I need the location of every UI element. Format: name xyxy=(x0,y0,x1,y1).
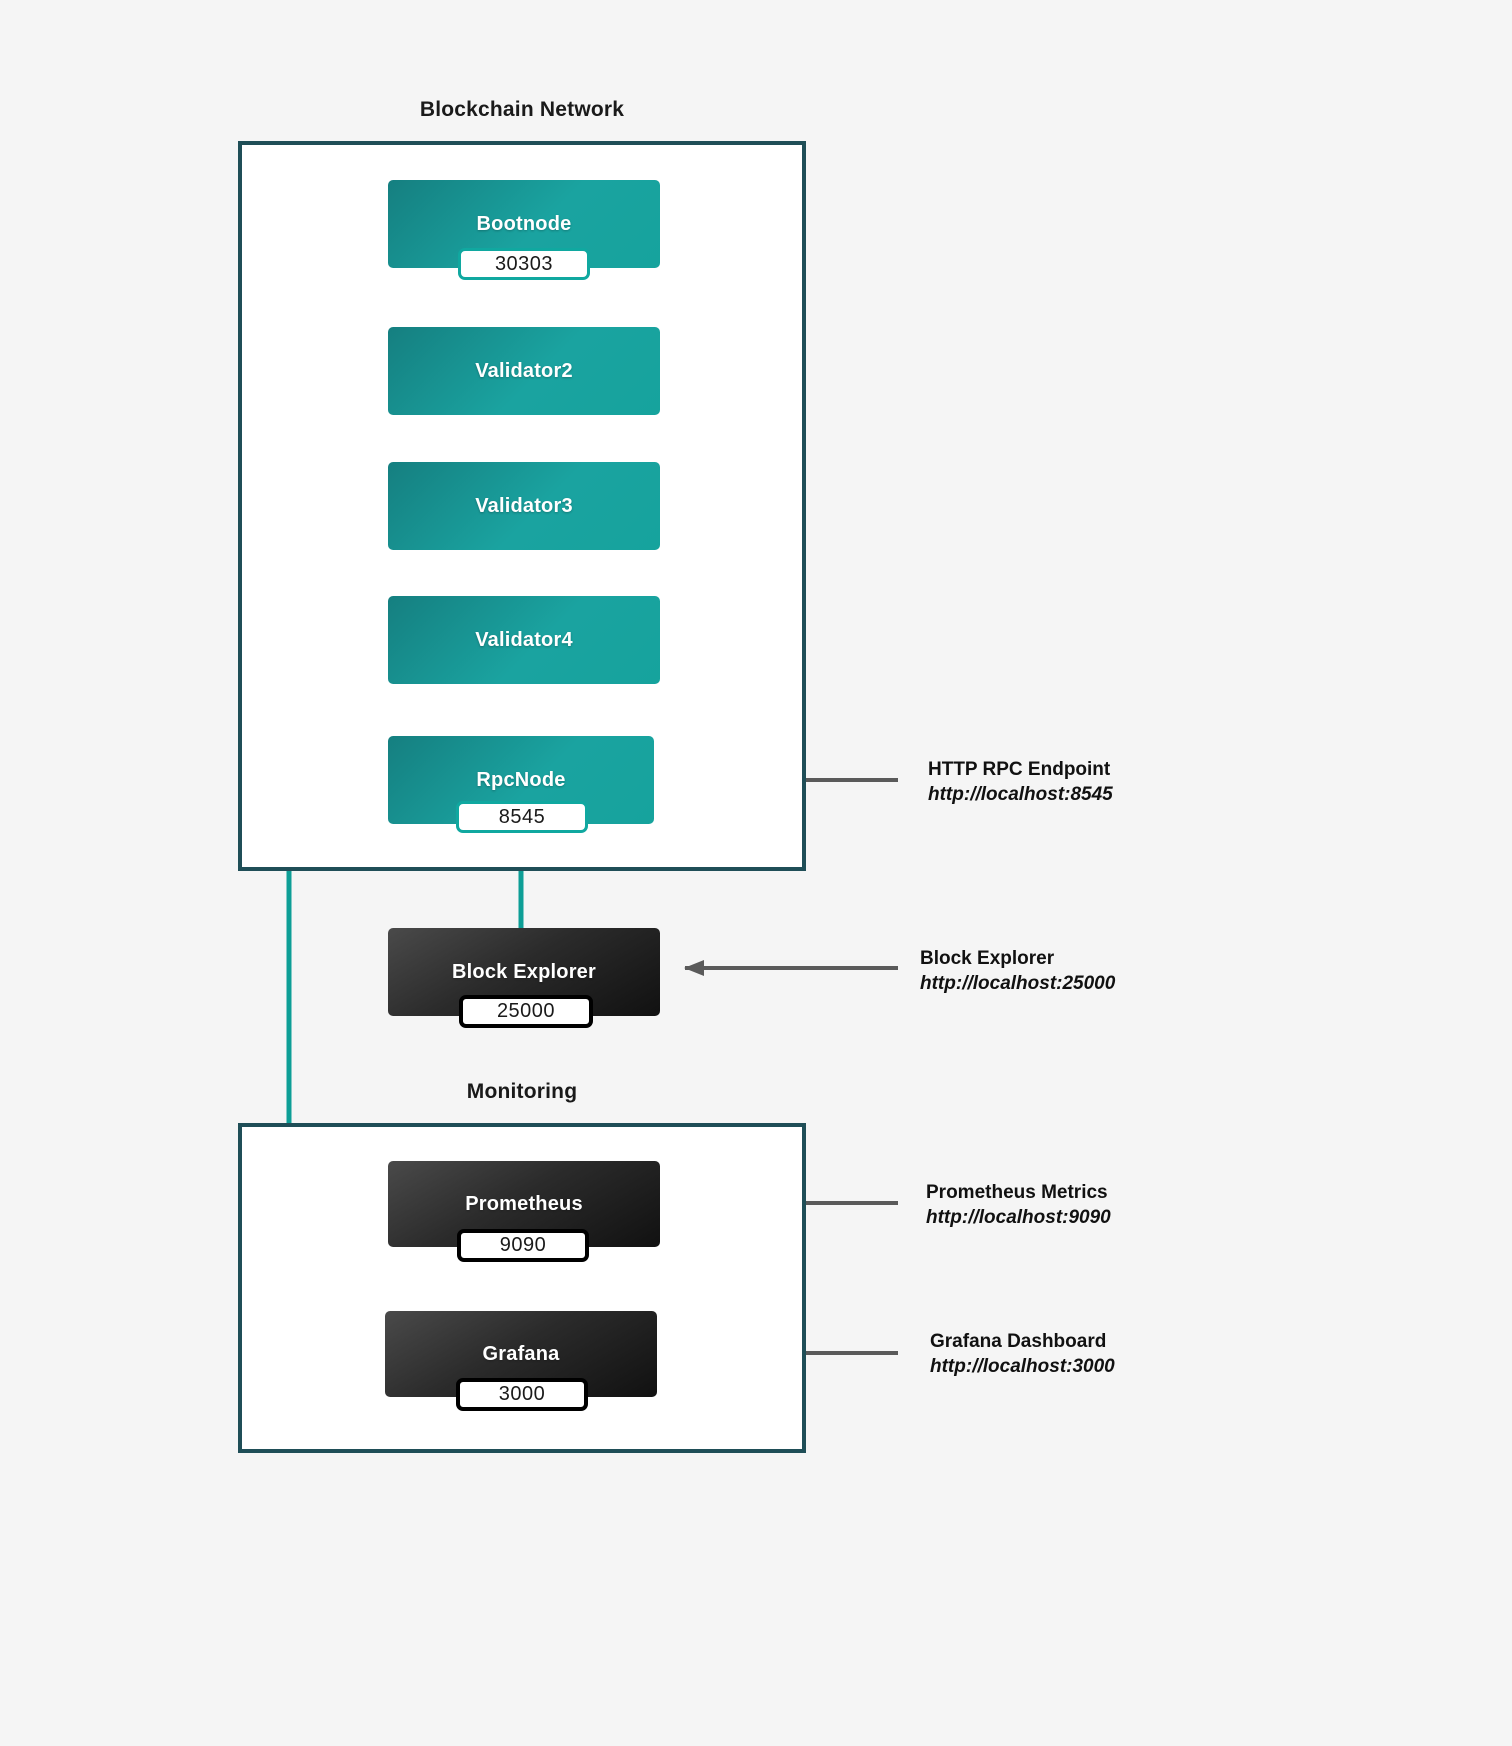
node-bootnode-label: Bootnode xyxy=(476,212,572,235)
annotation-block-explorer-title: Block Explorer xyxy=(920,948,1055,969)
annotation-block-explorer-url[interactable]: http://localhost:25000 xyxy=(920,973,1116,995)
group-title-monitoring: Monitoring xyxy=(466,1080,578,1103)
annotation-prometheus-metrics-title: Prometheus Metrics xyxy=(926,1182,1108,1203)
node-grafana-label: Grafana xyxy=(482,1342,560,1365)
node-prometheus-label: Prometheus xyxy=(465,1192,583,1215)
node-block-explorer-port: 25000 xyxy=(459,995,593,1028)
node-validator4-label: Validator4 xyxy=(475,628,573,651)
node-validator3-label: Validator3 xyxy=(475,494,573,517)
annotation-rpc-endpoint-title: HTTP RPC Endpoint xyxy=(928,759,1111,780)
annotation-rpc-endpoint: HTTP RPC Endpoint http://localhost:8545 xyxy=(928,757,1113,807)
annotation-prometheus-metrics-url[interactable]: http://localhost:9090 xyxy=(926,1207,1111,1229)
node-bootnode-port: 30303 xyxy=(458,248,590,280)
node-validator2-label: Validator2 xyxy=(475,359,573,382)
annotation-grafana-dashboard: Grafana Dashboard http://localhost:3000 xyxy=(930,1329,1115,1379)
group-title-blockchain-network: Blockchain Network xyxy=(419,98,625,121)
annotation-block-explorer: Block Explorer http://localhost:25000 xyxy=(920,946,1115,996)
node-rpcnode-label: RpcNode xyxy=(476,768,566,791)
annotation-prometheus-metrics: Prometheus Metrics http://localhost:9090 xyxy=(926,1180,1111,1230)
node-validator2[interactable]: Validator2 xyxy=(388,327,660,415)
annotation-grafana-dashboard-title: Grafana Dashboard xyxy=(930,1331,1107,1352)
node-prometheus-port: 9090 xyxy=(457,1229,589,1262)
annotation-grafana-dashboard-url[interactable]: http://localhost:3000 xyxy=(930,1356,1115,1378)
node-validator3[interactable]: Validator3 xyxy=(388,462,660,550)
node-grafana-port: 3000 xyxy=(456,1378,588,1411)
node-rpcnode-port: 8545 xyxy=(456,801,588,833)
annotation-rpc-endpoint-url[interactable]: http://localhost:8545 xyxy=(928,784,1113,806)
node-validator4[interactable]: Validator4 xyxy=(388,596,660,684)
node-block-explorer-label: Block Explorer xyxy=(452,960,596,983)
